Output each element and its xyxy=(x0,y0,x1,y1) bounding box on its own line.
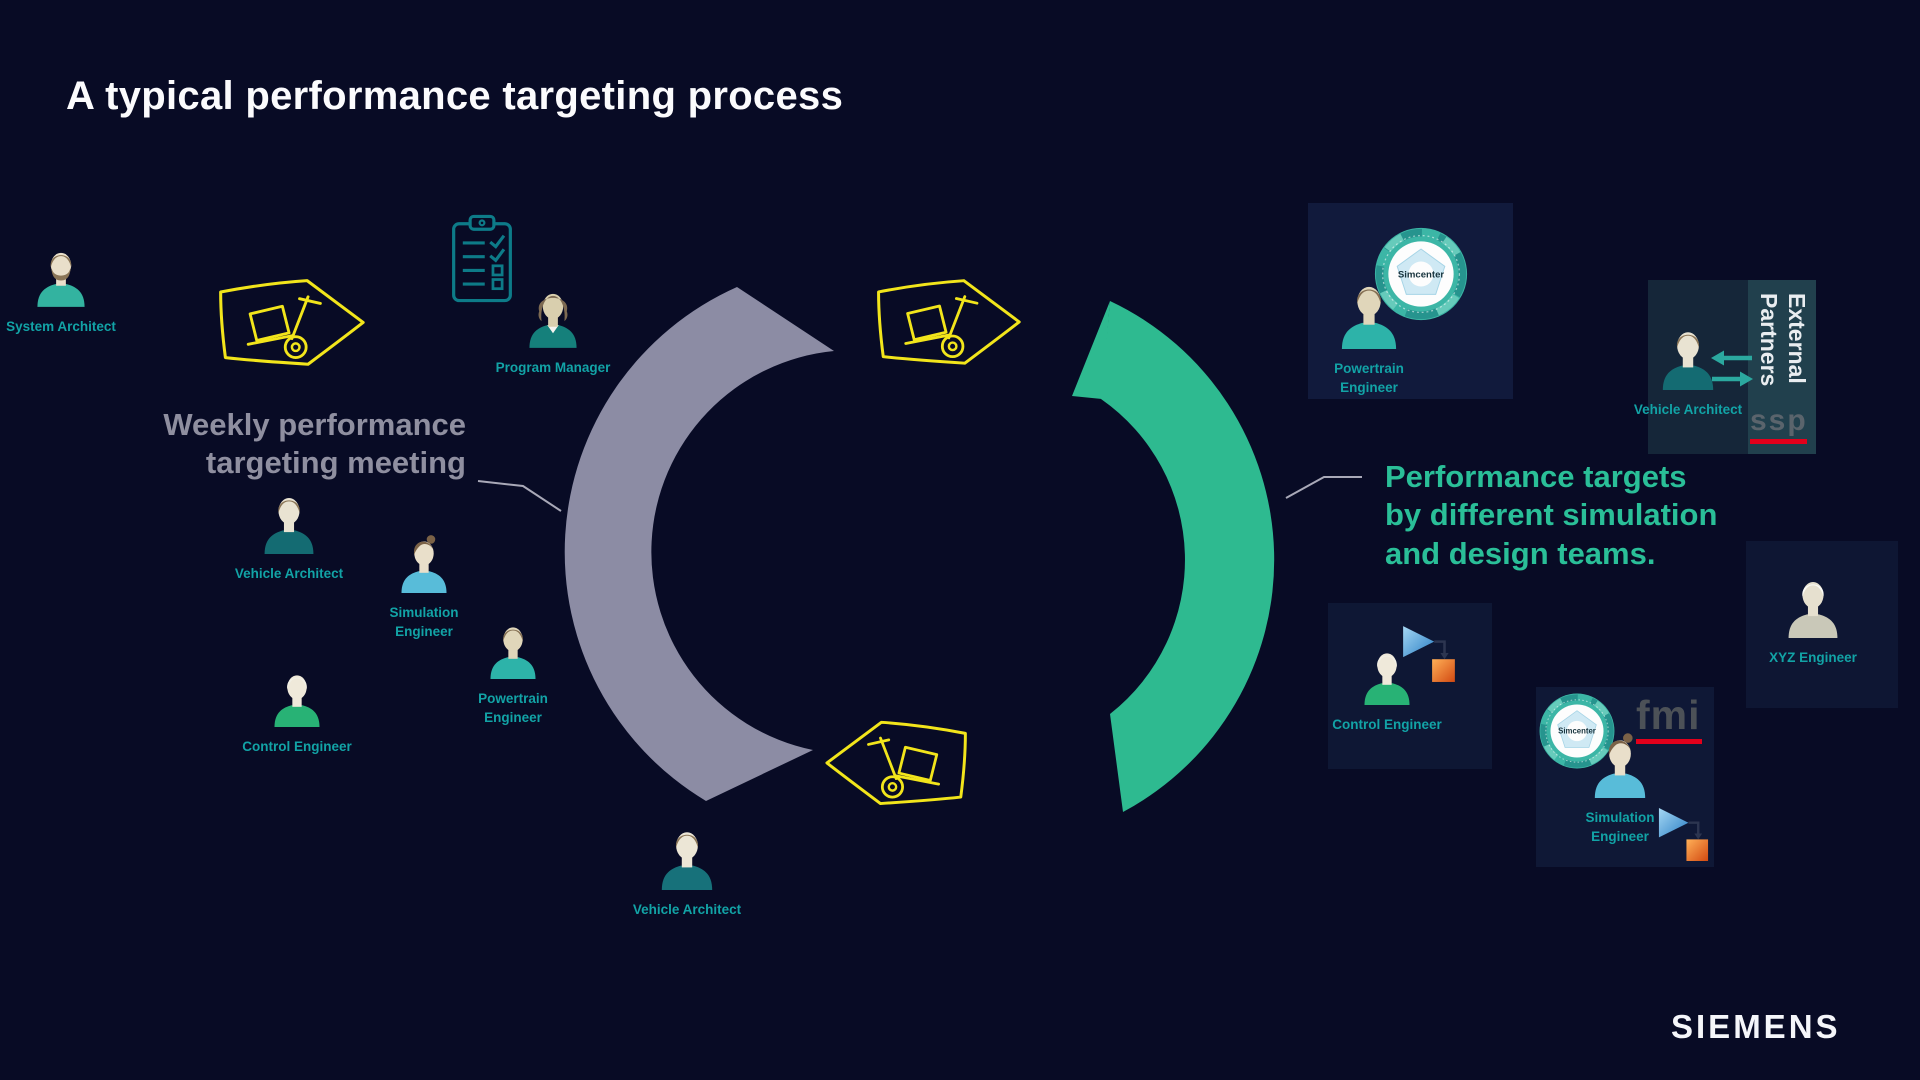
card-control-engineer xyxy=(1328,603,1492,769)
person-vehicle-architect-1: Vehicle Architect xyxy=(229,490,349,583)
targets-note: Performance targets by different simulat… xyxy=(1385,458,1805,573)
targets-note-line2: by different simulation xyxy=(1385,497,1718,533)
person-label: Vehicle Architect xyxy=(1633,402,1743,417)
handtruck-arrow-icon-bottom xyxy=(826,722,966,804)
meeting-note: Weekly performance targeting meeting xyxy=(150,406,466,483)
person-label: Powertrain Engineer xyxy=(1334,361,1404,396)
targets-note-line1: Performance targets xyxy=(1385,459,1687,494)
person-icon xyxy=(1341,286,1397,349)
targets-note-line3: and design teams. xyxy=(1385,535,1656,571)
fmi-logo-bar xyxy=(1636,739,1702,744)
simcenter-badge-icon: Simcenter xyxy=(1373,226,1469,322)
person-icon xyxy=(35,245,87,307)
card-powertrain-engineer: Simcenter xyxy=(1308,203,1513,399)
person-label: System Architect xyxy=(6,319,116,334)
exchange-arrows-icon xyxy=(1711,350,1753,387)
handtruck-arrow-icon-top xyxy=(878,280,1020,364)
person-icon xyxy=(1594,733,1646,798)
page-title: A typical performance targeting process xyxy=(66,74,844,118)
person-icon xyxy=(264,498,314,554)
process-arc-gray xyxy=(564,287,834,801)
person-simulation-engineer-1: Simulation Engineer xyxy=(364,534,484,641)
meeting-note-line2: targeting meeting xyxy=(205,445,466,481)
simcenter-badge-label: Simcenter xyxy=(1398,269,1445,280)
ssp-logo-bar xyxy=(1750,439,1807,444)
connector-line-right xyxy=(1285,476,1362,499)
person-vehicle-architect-3: Vehicle Architect xyxy=(1628,324,1748,419)
handtruck-arrow-icon-left xyxy=(220,280,364,365)
person-program-manager: Program Manager xyxy=(493,286,613,377)
person-system-architect: System Architect xyxy=(1,245,121,336)
external-partners-label: External Partners xyxy=(1756,293,1810,387)
person-label: Vehicle Architect xyxy=(234,566,344,581)
external-partners-panel xyxy=(1748,280,1816,454)
person-label: Powertrain Engineer xyxy=(478,691,548,726)
person-label: Control Engineer xyxy=(242,739,352,754)
person-control-engineer-2: Control Engineer xyxy=(1327,646,1447,734)
person-label: Program Manager xyxy=(495,360,611,375)
person-label: Simulation Engineer xyxy=(1585,810,1655,845)
person-vehicle-architect-2: Vehicle Architect xyxy=(627,824,747,919)
fmi-logo-text: fmi xyxy=(1636,692,1701,738)
process-arc-green-tail xyxy=(1072,301,1110,399)
person-xyz-engineer: XYZ Engineer xyxy=(1753,574,1873,667)
person-icon xyxy=(661,832,713,890)
ssp-logo-text: ssp xyxy=(1750,404,1808,437)
person-icon xyxy=(274,675,320,727)
connector-line-left xyxy=(477,480,562,512)
meeting-note-line1: Weekly performance xyxy=(163,407,466,442)
person-label: Vehicle Architect xyxy=(632,902,742,917)
person-label: Control Engineer xyxy=(1332,717,1442,732)
process-arc-green xyxy=(1101,301,1275,812)
simcenter-badge-icon: Simcenter xyxy=(1538,692,1616,770)
person-icon xyxy=(490,627,536,679)
person-control-engineer-1: Control Engineer xyxy=(237,668,357,756)
siemens-logo: SIEMENS xyxy=(1671,1008,1841,1045)
person-icon xyxy=(1662,332,1714,390)
person-icon xyxy=(1364,653,1410,705)
person-icon xyxy=(1788,582,1838,638)
person-icon xyxy=(401,535,447,593)
card-external-partners: External Partners ssp xyxy=(1648,280,1816,454)
person-powertrain-engineer-1: Powertrain Engineer xyxy=(453,620,573,727)
person-label: Simulation Engineer xyxy=(389,605,459,640)
fmi-logo: fmi xyxy=(1636,695,1708,744)
person-powertrain-engineer-2: Powertrain Engineer xyxy=(1309,278,1429,397)
person-simulation-engineer-2: Simulation Engineer xyxy=(1560,732,1680,846)
ssp-logo: ssp xyxy=(1750,406,1812,444)
simcenter-badge-label: Simcenter xyxy=(1558,727,1596,736)
person-label: XYZ Engineer xyxy=(1769,650,1857,665)
person-icon xyxy=(529,293,577,348)
